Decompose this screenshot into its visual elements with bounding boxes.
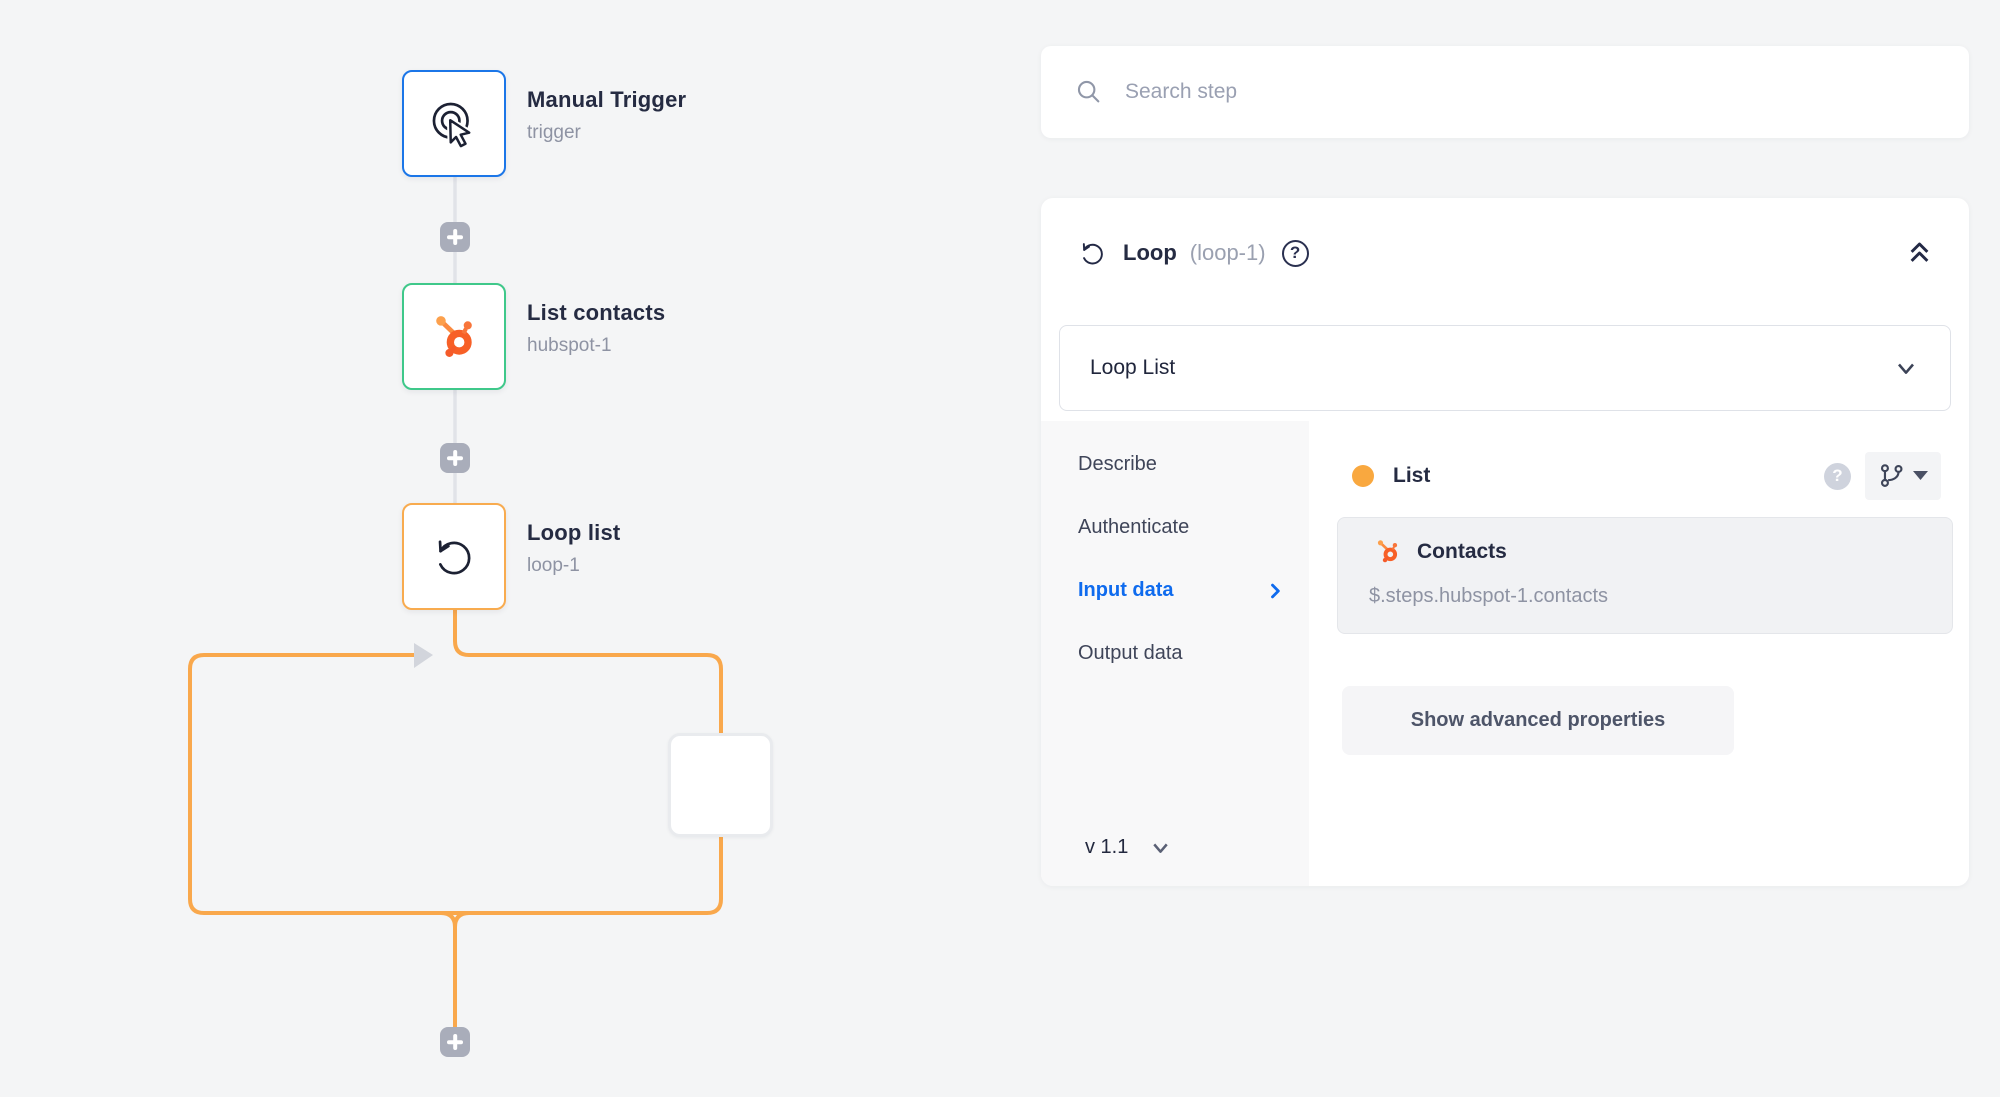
tab-label: Output data bbox=[1078, 642, 1183, 664]
loop-icon bbox=[438, 539, 471, 574]
node-title: Manual Trigger bbox=[527, 87, 687, 112]
node-label-manual-trigger: Manual Trigger trigger bbox=[527, 87, 686, 144]
tab-describe[interactable]: Describe bbox=[1041, 433, 1309, 496]
add-step-button-2[interactable] bbox=[440, 443, 470, 473]
tab-label: Describe bbox=[1078, 453, 1157, 475]
step-properties-panel: Loop (loop-1) ? Loop List Describe bbox=[1041, 198, 1969, 886]
chevron-down-icon bbox=[1898, 363, 1914, 374]
hubspot-icon bbox=[436, 315, 472, 357]
loop-wire bbox=[188, 609, 723, 915]
panel-title: Loop bbox=[1123, 240, 1177, 265]
git-branch-icon bbox=[1880, 464, 1903, 487]
operation-select-value: Loop List bbox=[1090, 356, 1176, 379]
manual-trigger-icon bbox=[432, 102, 473, 149]
hubspot-icon bbox=[1377, 540, 1398, 563]
input-data-content: List ? bbox=[1309, 421, 1969, 886]
panel-tab-list: Describe Authenticate Input data Output … bbox=[1041, 421, 1309, 886]
node-subtitle: hubspot-1 bbox=[527, 335, 612, 356]
add-step-button-1[interactable] bbox=[440, 222, 470, 252]
field-row-list: List ? bbox=[1352, 452, 1941, 500]
chevron-down-icon bbox=[1153, 843, 1169, 853]
loop-exit-merge-wire bbox=[453, 911, 470, 928]
help-icon[interactable]: ? bbox=[1281, 239, 1309, 267]
caret-down-icon bbox=[1912, 471, 1928, 480]
loop-icon bbox=[1082, 242, 1103, 264]
chevron-right-icon bbox=[1265, 581, 1285, 601]
search-icon bbox=[1077, 80, 1100, 103]
tab-label: Authenticate bbox=[1078, 516, 1190, 538]
field-help-icon[interactable]: ? bbox=[1824, 462, 1851, 490]
node-loop-list[interactable] bbox=[402, 503, 506, 610]
node-title: List contacts bbox=[527, 300, 666, 325]
collapse-panel-button[interactable] bbox=[1906, 238, 1933, 268]
mapped-value-chip[interactable]: Contacts $.steps.hubspot-1.contacts bbox=[1337, 517, 1953, 634]
tab-label: Input data bbox=[1078, 579, 1174, 601]
node-label-list-contacts: List contacts hubspot-1 bbox=[527, 300, 665, 357]
tab-input-data[interactable]: Input data bbox=[1041, 559, 1309, 622]
node-subtitle: loop-1 bbox=[527, 555, 580, 576]
required-field-dot bbox=[1352, 465, 1374, 487]
node-manual-trigger[interactable] bbox=[402, 70, 506, 177]
node-subtitle: trigger bbox=[527, 122, 581, 143]
connector-mapper-button[interactable] bbox=[1865, 452, 1941, 500]
operation-select[interactable]: Loop List bbox=[1059, 325, 1951, 411]
mapped-value-header: Contacts bbox=[1374, 538, 1507, 565]
node-label-loop-list: Loop list loop-1 bbox=[527, 520, 620, 577]
node-list-contacts[interactable] bbox=[402, 283, 506, 390]
node-title: Loop list bbox=[527, 520, 621, 545]
loop-exit-wire bbox=[440, 911, 457, 1027]
version-label: v 1.1 bbox=[1085, 836, 1129, 858]
mapped-value-name: Contacts bbox=[1417, 539, 1507, 563]
show-advanced-properties-button[interactable]: Show advanced properties bbox=[1342, 686, 1734, 755]
mapped-value-path: $.steps.hubspot-1.contacts bbox=[1369, 585, 1609, 607]
panel-header: Loop (loop-1) ? bbox=[1041, 198, 1969, 308]
search-step-bar bbox=[1041, 46, 1969, 138]
search-step-input[interactable] bbox=[1125, 80, 1905, 104]
tab-authenticate[interactable]: Authenticate bbox=[1041, 496, 1309, 559]
add-step-button-after-loop[interactable] bbox=[440, 1027, 470, 1057]
field-label: List bbox=[1393, 464, 1431, 487]
panel-step-id: (loop-1) bbox=[1189, 240, 1266, 265]
loop-return-arrow-icon bbox=[414, 643, 433, 668]
panel-body: Describe Authenticate Input data Output … bbox=[1041, 421, 1969, 886]
loop-drop-slot[interactable] bbox=[668, 733, 773, 837]
tab-output-data[interactable]: Output data bbox=[1041, 622, 1309, 685]
version-selector[interactable]: v 1.1 bbox=[1085, 835, 1173, 860]
connector-wires bbox=[188, 177, 723, 1027]
double-chevron-up-icon bbox=[1910, 242, 1929, 262]
